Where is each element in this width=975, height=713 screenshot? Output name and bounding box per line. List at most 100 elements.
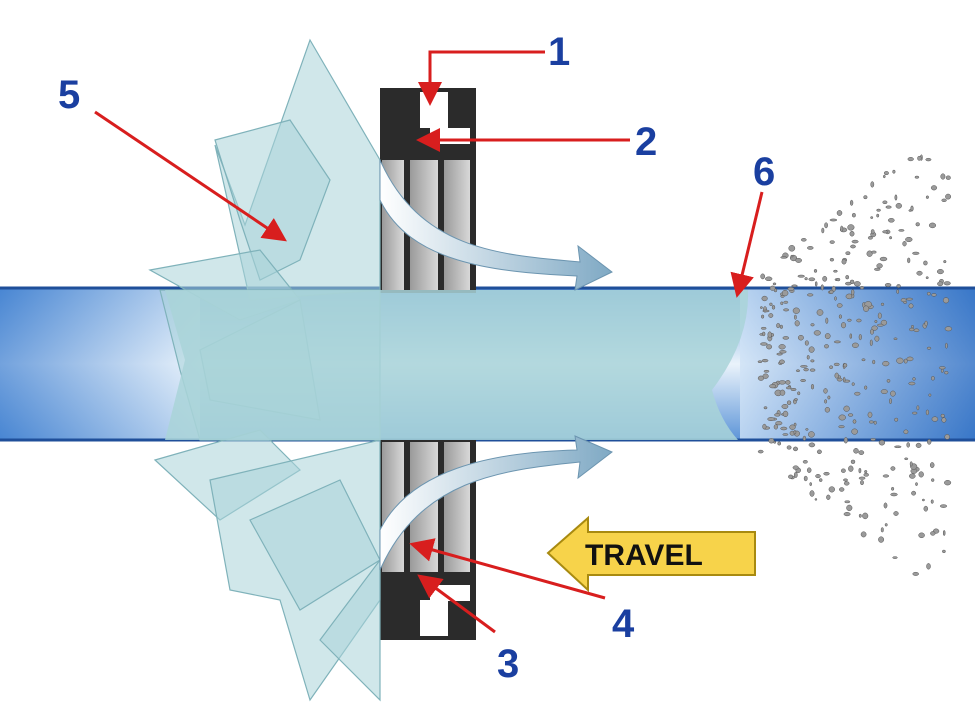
droplet bbox=[776, 323, 781, 329]
droplet bbox=[853, 281, 861, 287]
droplet bbox=[768, 438, 775, 444]
droplet bbox=[883, 171, 889, 176]
droplet bbox=[926, 346, 932, 350]
droplet bbox=[866, 250, 873, 257]
callout-number-4: 4 bbox=[612, 602, 635, 646]
droplet bbox=[826, 494, 831, 500]
droplet bbox=[786, 400, 792, 405]
droplet bbox=[779, 389, 786, 396]
droplet bbox=[781, 289, 789, 297]
droplet bbox=[900, 298, 907, 303]
droplet bbox=[908, 303, 914, 309]
droplet bbox=[849, 333, 853, 339]
callout-arrow-1 bbox=[418, 50, 545, 106]
droplet bbox=[777, 441, 782, 446]
droplet bbox=[794, 314, 797, 320]
droplet bbox=[853, 448, 859, 454]
droplet bbox=[816, 309, 824, 316]
droplet bbox=[851, 342, 859, 348]
droplet bbox=[827, 395, 831, 400]
droplet bbox=[814, 498, 818, 501]
droplet bbox=[843, 363, 848, 368]
callout-number-1: 1 bbox=[548, 30, 570, 74]
droplet bbox=[945, 175, 951, 180]
droplet bbox=[886, 379, 891, 383]
droplet bbox=[863, 472, 869, 477]
droplet bbox=[863, 195, 868, 200]
droplet bbox=[785, 380, 791, 385]
droplet bbox=[880, 389, 888, 394]
droplet bbox=[762, 423, 767, 430]
droplet bbox=[778, 359, 785, 365]
droplet bbox=[918, 532, 925, 539]
droplet bbox=[883, 502, 888, 509]
droplet bbox=[885, 205, 892, 209]
droplet bbox=[781, 404, 789, 409]
droplet bbox=[944, 371, 949, 375]
droplet bbox=[943, 281, 951, 286]
droplet bbox=[940, 173, 946, 180]
droplet bbox=[945, 342, 948, 349]
droplet bbox=[912, 251, 920, 255]
droplet bbox=[895, 202, 902, 209]
spray-droplets bbox=[757, 154, 953, 576]
droplet bbox=[877, 312, 882, 319]
droplet bbox=[808, 277, 816, 282]
droplet bbox=[797, 274, 805, 278]
droplet bbox=[773, 424, 779, 430]
flow-arrow-top bbox=[379, 159, 613, 291]
callout-arrows bbox=[94, 50, 764, 634]
droplet bbox=[760, 273, 766, 280]
droplet bbox=[844, 500, 851, 504]
droplet bbox=[793, 471, 798, 478]
droplet bbox=[840, 322, 847, 329]
droplet bbox=[858, 513, 862, 518]
droplet bbox=[783, 308, 790, 312]
droplet bbox=[842, 376, 846, 383]
droplet bbox=[839, 487, 845, 492]
droplet bbox=[824, 333, 831, 340]
droplet bbox=[791, 284, 798, 288]
droplet bbox=[929, 462, 935, 469]
droplet bbox=[838, 314, 842, 319]
droplet bbox=[793, 430, 797, 435]
droplet bbox=[873, 420, 877, 425]
droplet bbox=[836, 210, 843, 216]
droplet bbox=[802, 435, 807, 441]
droplet bbox=[892, 556, 898, 559]
droplet bbox=[887, 218, 895, 223]
droplet bbox=[890, 390, 896, 397]
droplet bbox=[882, 360, 890, 367]
droplet bbox=[917, 155, 922, 161]
droplet bbox=[850, 459, 856, 464]
droplet bbox=[805, 428, 809, 431]
droplet bbox=[942, 297, 950, 304]
droplet bbox=[790, 254, 794, 258]
droplet bbox=[843, 478, 848, 482]
droplet bbox=[915, 222, 920, 227]
droplet bbox=[909, 461, 913, 467]
droplet bbox=[931, 376, 935, 381]
droplet bbox=[867, 236, 873, 240]
droplet bbox=[903, 429, 909, 435]
droplet bbox=[889, 236, 893, 240]
droplet bbox=[757, 360, 763, 363]
flow-arrow-bottom bbox=[379, 435, 613, 571]
droplet bbox=[851, 239, 859, 244]
droplet bbox=[846, 504, 853, 512]
droplet bbox=[824, 344, 829, 349]
droplet bbox=[795, 369, 801, 372]
droplet bbox=[820, 284, 824, 291]
droplet bbox=[851, 289, 855, 296]
droplet bbox=[780, 256, 787, 259]
droplet bbox=[848, 465, 854, 472]
droplet bbox=[931, 293, 937, 297]
droplet bbox=[813, 269, 818, 273]
droplet bbox=[923, 260, 928, 266]
droplet bbox=[769, 384, 777, 389]
droplet bbox=[843, 512, 851, 517]
droplet bbox=[779, 350, 787, 354]
droplet bbox=[851, 428, 858, 435]
droplet bbox=[915, 442, 922, 448]
droplet bbox=[858, 450, 865, 455]
